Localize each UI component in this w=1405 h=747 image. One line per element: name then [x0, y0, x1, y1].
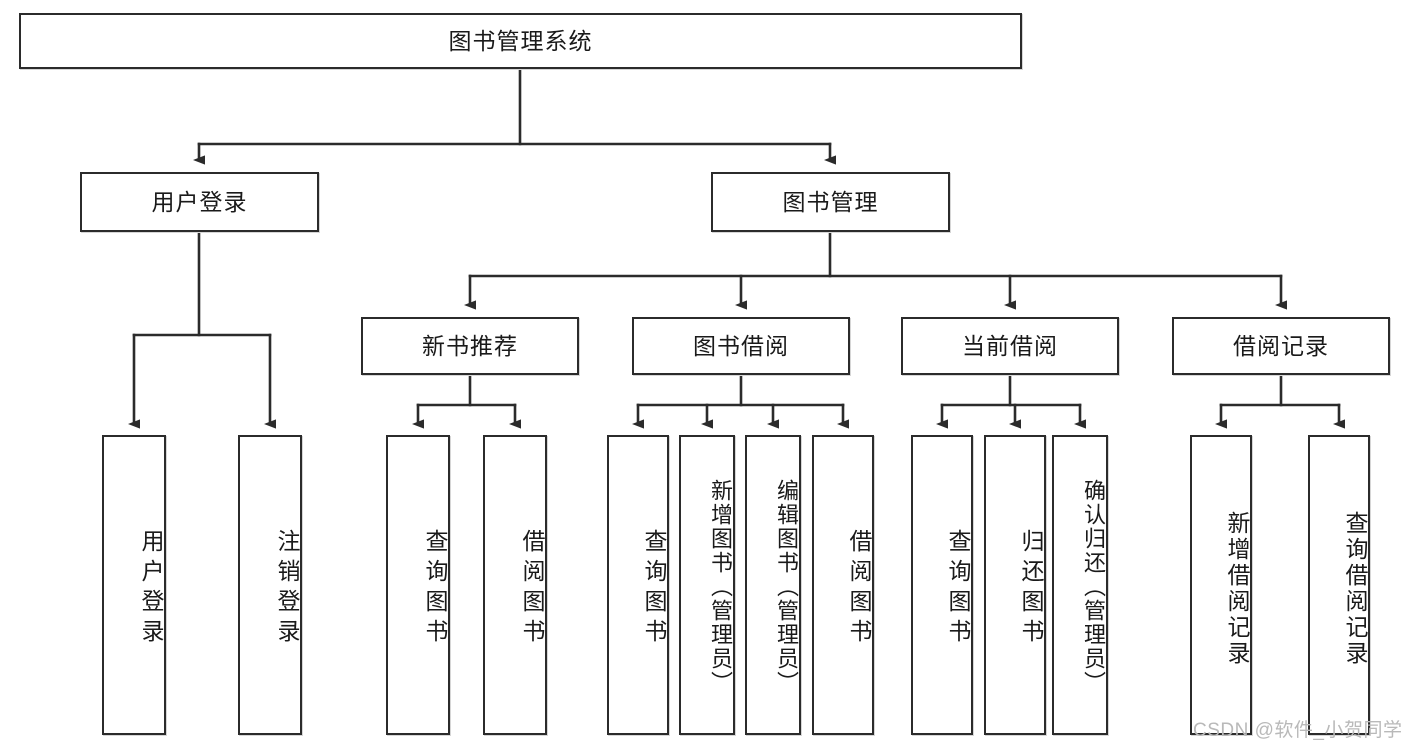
csdn-watermark: CSDN @软件_小贺同学	[1193, 720, 1403, 741]
node-leaf-query-record[interactable]: 查询借阅记录	[1308, 435, 1370, 735]
node-leaf-borrow-book-2-label: 借阅图书	[846, 529, 872, 649]
node-leaf-confirm-return[interactable]: 确认归还（管理员）	[1052, 435, 1108, 735]
node-leaf-user-login-label: 用户登录	[138, 529, 164, 649]
node-root-label: 图书管理系统	[448, 27, 593, 54]
node-current-borrow-label: 当前借阅	[962, 332, 1058, 359]
node-leaf-add-book[interactable]: 新增图书（管理员）	[679, 435, 735, 735]
node-root[interactable]: 图书管理系统	[19, 13, 1022, 69]
node-book-manage-label: 图书管理	[782, 188, 879, 215]
node-leaf-add-record[interactable]: 新增借阅记录	[1190, 435, 1252, 735]
node-book-borrow-label: 图书借阅	[693, 332, 789, 359]
node-leaf-query-book-1-label: 查询图书	[422, 529, 448, 649]
node-leaf-borrow-book-1-label: 借阅图书	[519, 529, 545, 649]
node-user-login-label: 用户登录	[151, 188, 248, 215]
node-new-book-rec-label: 新书推荐	[422, 332, 518, 359]
node-current-borrow[interactable]: 当前借阅	[901, 317, 1119, 375]
node-leaf-return-book-label: 归还图书	[1018, 529, 1044, 649]
node-leaf-confirm-return-label: 确认归还（管理员）	[1081, 479, 1106, 695]
node-borrow-record-label: 借阅记录	[1233, 332, 1329, 359]
node-borrow-record[interactable]: 借阅记录	[1172, 317, 1390, 375]
node-leaf-user-logout[interactable]: 注销登录	[238, 435, 302, 735]
node-user-login[interactable]: 用户登录	[80, 172, 319, 232]
node-leaf-query-book-2-label: 查询图书	[641, 529, 667, 649]
node-leaf-user-login[interactable]: 用户登录	[102, 435, 166, 735]
node-book-borrow[interactable]: 图书借阅	[632, 317, 850, 375]
node-leaf-borrow-book-2[interactable]: 借阅图书	[812, 435, 874, 735]
node-leaf-add-record-label: 新增借阅记录	[1224, 511, 1250, 667]
node-leaf-add-book-label: 新增图书（管理员）	[708, 479, 733, 695]
node-leaf-query-record-label: 查询借阅记录	[1342, 511, 1368, 667]
node-leaf-edit-book-label: 编辑图书（管理员）	[774, 479, 799, 695]
node-book-manage[interactable]: 图书管理	[711, 172, 950, 232]
node-leaf-edit-book[interactable]: 编辑图书（管理员）	[745, 435, 801, 735]
node-new-book-rec[interactable]: 新书推荐	[361, 317, 579, 375]
node-leaf-return-book[interactable]: 归还图书	[984, 435, 1046, 735]
node-leaf-borrow-book-1[interactable]: 借阅图书	[483, 435, 547, 735]
node-leaf-query-book-3[interactable]: 查询图书	[911, 435, 973, 735]
node-leaf-query-book-1[interactable]: 查询图书	[386, 435, 450, 735]
node-leaf-query-book-2[interactable]: 查询图书	[607, 435, 669, 735]
node-leaf-user-logout-label: 注销登录	[274, 529, 300, 649]
node-leaf-query-book-3-label: 查询图书	[945, 529, 971, 649]
